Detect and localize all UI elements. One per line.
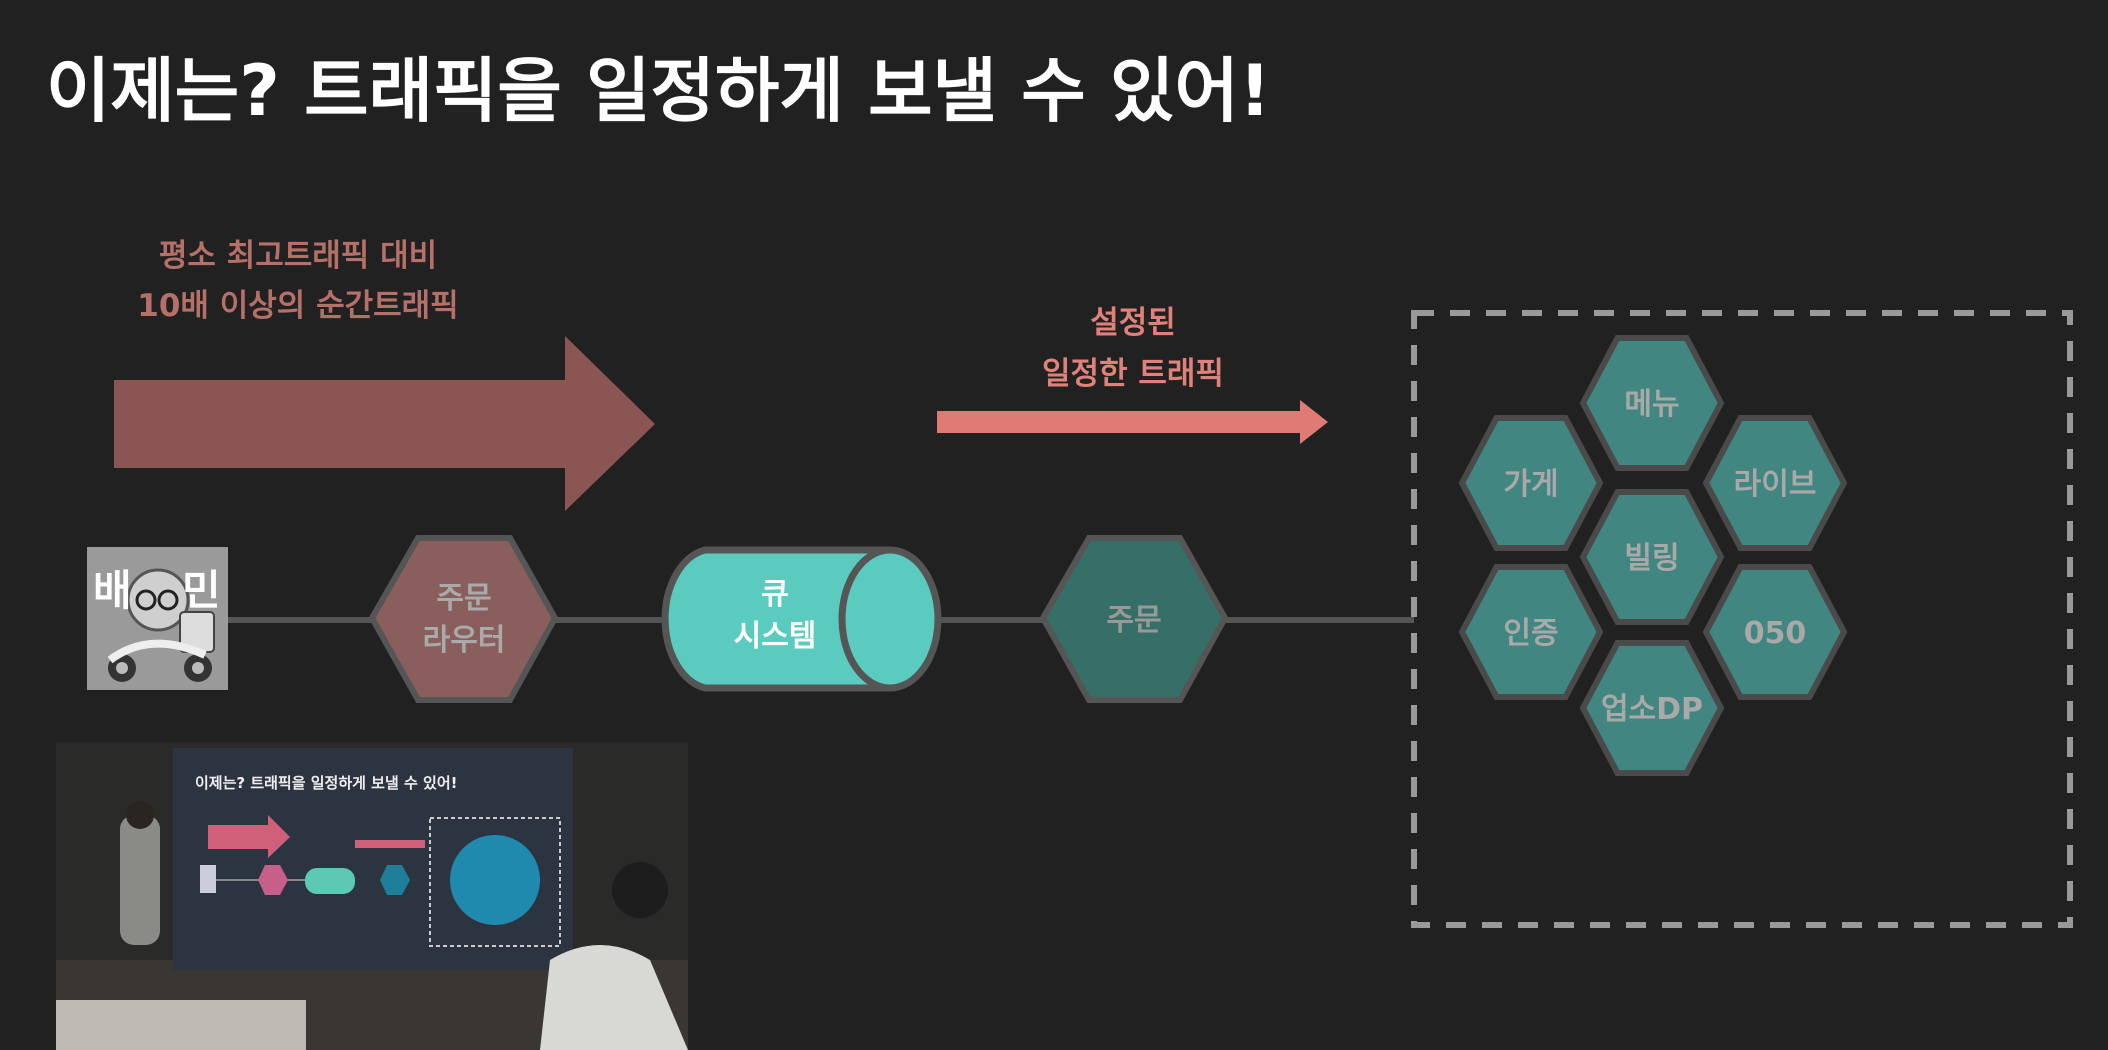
burst-label-line1: 평소 최고트래픽 대비 xyxy=(159,238,437,274)
service-label: 050 xyxy=(1744,616,1807,651)
hexagon-shape xyxy=(1458,564,1604,700)
service-node: 라이브 xyxy=(1702,415,1848,551)
speaker-video-inset: 이제는? 트래픽을 일정하게 보낼 수 있어! xyxy=(56,742,688,1050)
steady-label-line2: 일정한 트래픽 xyxy=(1042,356,1224,392)
hexagon-shape xyxy=(1579,489,1725,625)
service-label: 라이브 xyxy=(1734,467,1817,502)
burst-label-line2: 10배 이상의 순간트래픽 xyxy=(137,288,458,324)
hexagon-shape xyxy=(1458,415,1604,551)
burst-traffic-arrow xyxy=(114,336,655,511)
baemin-logo: 배 민 xyxy=(87,547,228,690)
order-router-node: 주문 라우터 xyxy=(368,535,559,703)
service-node: 050 xyxy=(1702,564,1848,700)
order-node: 주문 xyxy=(1039,535,1229,703)
service-node: 메뉴 xyxy=(1579,335,1725,471)
svg-text:주문: 주문 xyxy=(436,581,491,616)
queue-system-node: 큐 시스템 xyxy=(661,546,942,692)
service-node: 가게 xyxy=(1458,415,1604,551)
service-node: 인증 xyxy=(1458,564,1604,700)
service-node: 빌링 xyxy=(1579,489,1725,625)
svg-text:배: 배 xyxy=(93,566,132,615)
svg-text:큐: 큐 xyxy=(761,577,789,612)
service-label: 인증 xyxy=(1503,616,1558,651)
services-boundary xyxy=(1411,310,2073,928)
hexagon-shape xyxy=(1702,415,1848,551)
hexagon-shape xyxy=(1702,564,1848,700)
svg-text:주문: 주문 xyxy=(1106,603,1161,638)
svg-text:민: 민 xyxy=(182,566,221,615)
service-node: 업소DP xyxy=(1579,640,1725,776)
service-label: 빌링 xyxy=(1624,541,1679,576)
service-label: 가게 xyxy=(1503,467,1558,502)
slide-title: 이제는? 트래픽을 일정하게 보낼 수 있어! xyxy=(46,50,1271,132)
steady-traffic-arrow xyxy=(937,400,1328,444)
steady-label-line1: 설정된 xyxy=(1090,305,1176,341)
svg-text:시스템: 시스템 xyxy=(734,619,817,654)
hexagon-shape xyxy=(1579,640,1725,776)
svg-text:라우터: 라우터 xyxy=(423,623,506,658)
svg-text:이제는? 트래픽을 일정하게 보낼 수 있어!: 이제는? 트래픽을 일정하게 보낼 수 있어! xyxy=(195,774,457,792)
hexagon-shape xyxy=(1579,335,1725,471)
service-label: 메뉴 xyxy=(1624,387,1679,422)
service-label: 업소DP xyxy=(1601,692,1703,727)
